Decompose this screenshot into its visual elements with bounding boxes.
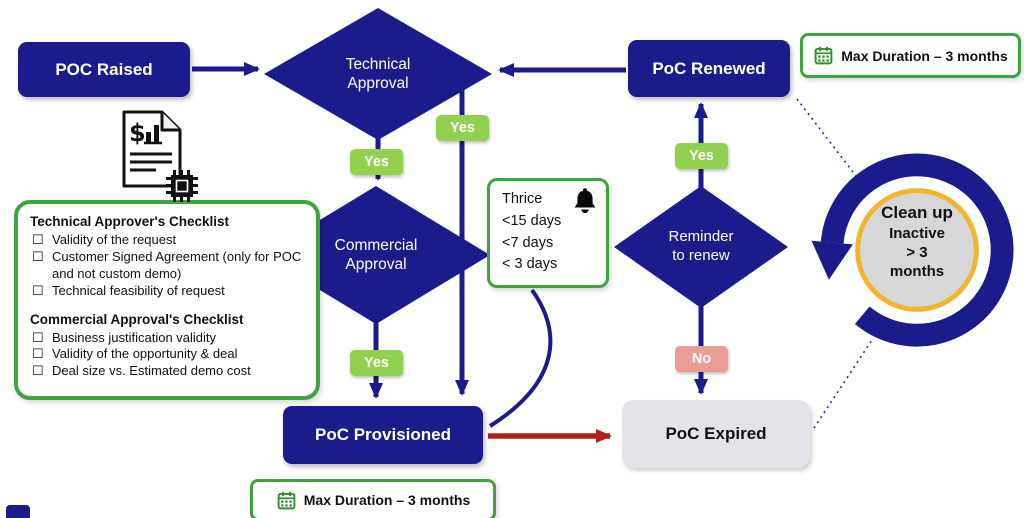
label-yes-commercial: Yes: [350, 350, 403, 376]
chip-icon: [166, 170, 198, 202]
checkbox-icon: ☐: [32, 329, 44, 345]
node-label: PoC Renewed: [652, 58, 766, 78]
reminder-schedule-note: Thrice <15 days <7 days < 3 days: [487, 178, 609, 288]
checklist-item: ☐ Deal size vs. Estimated demo cost: [32, 363, 251, 379]
calendar-icon: [277, 491, 296, 509]
label-no-renew: No: [675, 346, 728, 372]
document-dollar-icon: $: [122, 110, 198, 202]
bell-icon: [574, 188, 596, 214]
svg-text:$: $: [129, 119, 146, 147]
checkbox-icon: ☐: [32, 248, 44, 264]
max-duration-label: Max Duration – 3 months: [841, 47, 1008, 64]
checklist-item: ☐ Technical feasibility of request: [32, 282, 225, 298]
checkbox-icon: ☐: [32, 232, 44, 247]
node-label: PoC Expired: [665, 424, 767, 443]
cleanup-title: Clean up: [881, 203, 953, 222]
node-poc-provisioned: PoC Provisioned: [283, 406, 483, 464]
node-label: POC Raised: [55, 59, 153, 79]
schedule-line: <15 days: [502, 212, 562, 229]
circular-arrow-icon: [811, 153, 1014, 347]
cleanup-subtitle: Inactive > 3 months: [889, 225, 945, 280]
checklist-section-title: Commercial Approval's Checklist: [30, 311, 244, 327]
max-duration-label: Max Duration – 3 months: [303, 492, 471, 508]
checklist-item: ☐ Business justification validity: [32, 329, 217, 345]
edge-renewed-to-cleanup-dotted: [796, 98, 857, 177]
schedule-line: < 3 days: [502, 256, 558, 273]
max-duration-note-bottom: Max Duration – 3 months: [250, 479, 496, 518]
checklist-item: ☐ Customer Signed Agreement (only for PO…: [32, 248, 302, 281]
node-poc-expired: PoC Expired: [622, 400, 810, 468]
checkbox-icon: ☐: [32, 346, 44, 362]
schedule-line: <7 days: [502, 234, 554, 251]
node-label: Commercial Approval: [334, 236, 418, 273]
max-duration-note-top: Max Duration – 3 months: [800, 33, 1021, 78]
approver-checklist-note: Technical Approver's Checklist ☐ Validit…: [14, 200, 320, 400]
node-poc-raised: POC Raised: [18, 42, 190, 97]
node-poc-renewed: PoC Renewed: [628, 40, 790, 97]
calendar-icon: [814, 46, 833, 65]
node-label: PoC Provisioned: [314, 425, 452, 444]
cleanup-node: Clean up Inactive > 3 months: [853, 203, 981, 281]
checklist-section-title: Technical Approver's Checklist: [30, 214, 230, 229]
schedule-line: Thrice: [502, 191, 543, 207]
checklist-item: ☐ Validity of the request: [32, 232, 177, 247]
checkbox-icon: ☐: [32, 282, 44, 298]
label-yes-bypass: Yes: [436, 115, 489, 141]
node-label: Technical Approval: [345, 55, 411, 92]
node-label: Reminder to renew: [668, 228, 734, 264]
label-yes-renew: Yes: [675, 143, 728, 169]
checklist-item: ☐ Validity of the opportunity & deal: [32, 346, 238, 362]
cropped-edge-shape: [6, 505, 30, 518]
checkbox-icon: ☐: [32, 363, 44, 379]
edge-schedule-curve: [488, 288, 553, 428]
label-yes-technical: Yes: [350, 149, 403, 175]
edge-expired-to-cleanup-dotted: [813, 339, 873, 429]
